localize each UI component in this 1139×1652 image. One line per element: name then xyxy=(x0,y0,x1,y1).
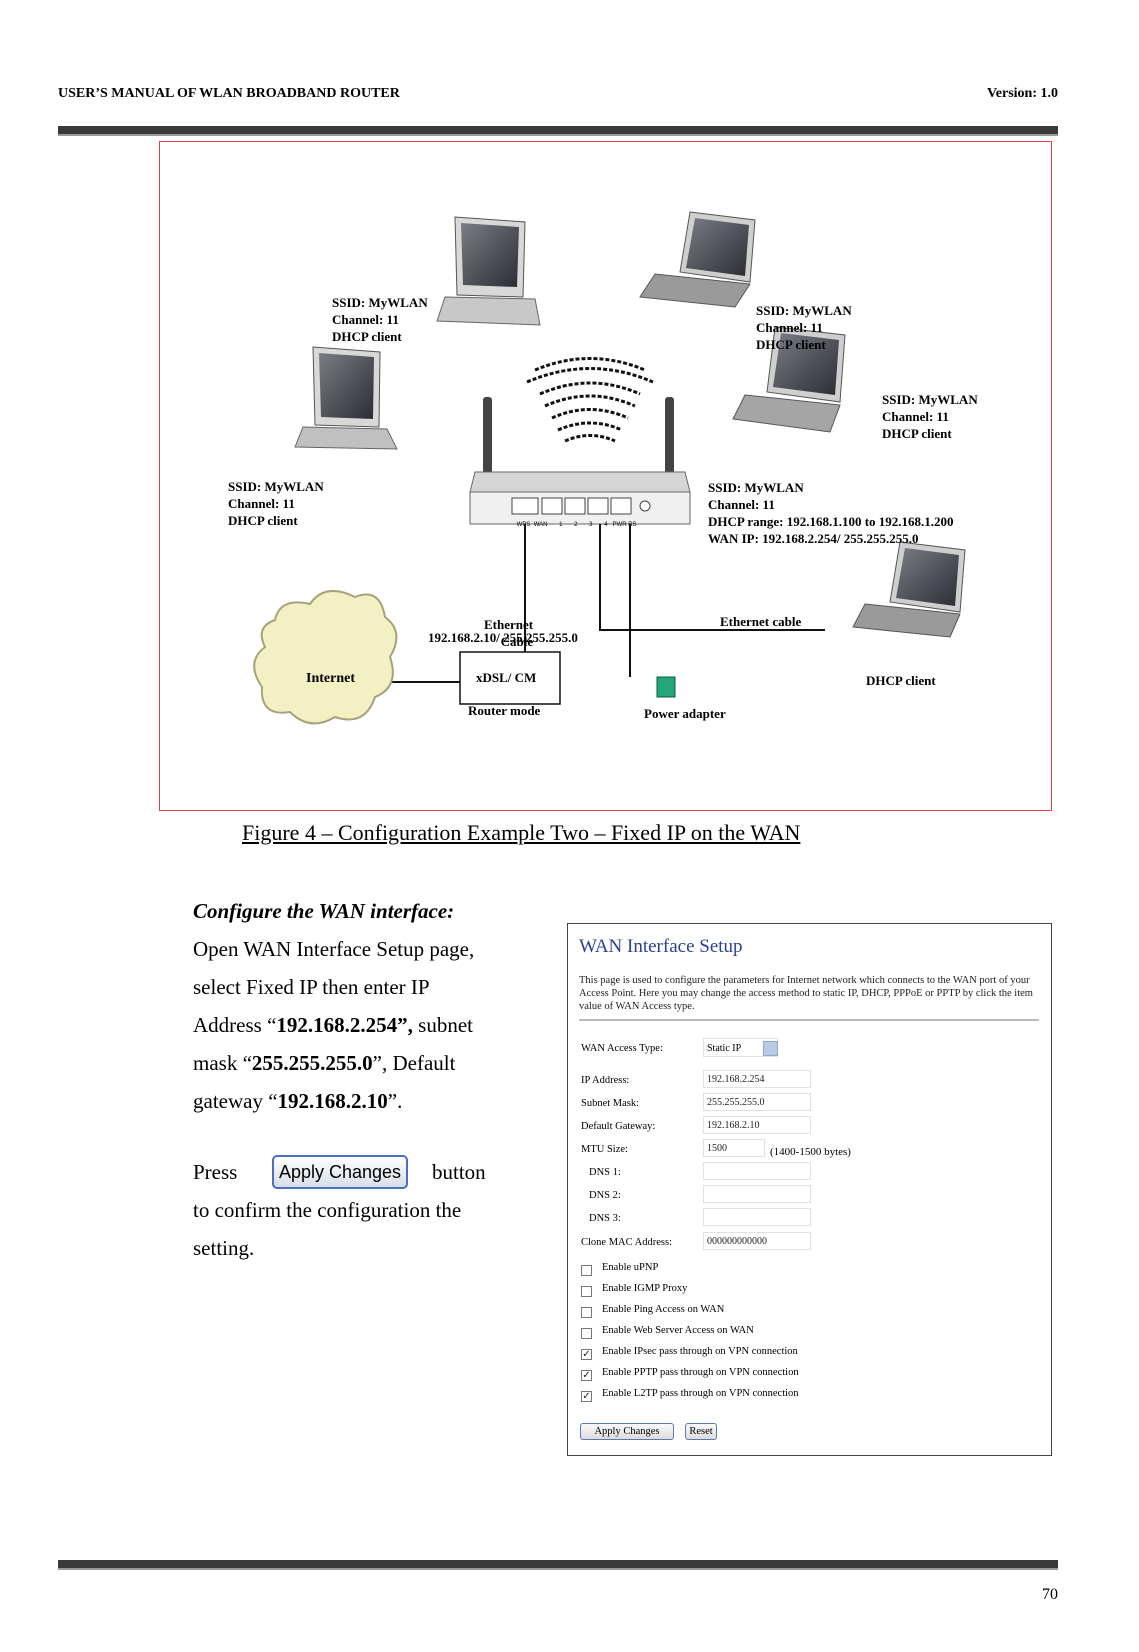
wifi-signal-icon xyxy=(526,357,654,443)
default-gateway-label: Default Gateway: xyxy=(581,1121,656,1132)
laptop-icon xyxy=(294,346,398,450)
apply-changes-button-image[interactable]: Apply Changes xyxy=(272,1155,408,1189)
pptp-passthrough-checkbox[interactable]: ✓ xyxy=(581,1370,592,1381)
pptp-passthrough-label: Enable PPTP pass through on VPN connecti… xyxy=(602,1367,799,1378)
laptop-icon xyxy=(732,326,846,433)
dns2-label: DNS 2: xyxy=(589,1190,621,1201)
dns3-field[interactable] xyxy=(703,1208,811,1226)
manual-title: USER’S MANUAL OF WLAN BROADBAND ROUTER xyxy=(58,86,400,101)
l2tp-passthrough-checkbox[interactable]: ✓ xyxy=(581,1391,592,1402)
dns3-label: DNS 3: xyxy=(589,1213,621,1224)
upnp-checkbox[interactable] xyxy=(581,1265,592,1276)
igmp-proxy-checkbox[interactable] xyxy=(581,1286,592,1297)
web-server-access-checkbox[interactable] xyxy=(581,1328,592,1339)
modem-box xyxy=(459,651,561,705)
wan-setup-screenshot: WAN Interface Setup This page is used to… xyxy=(567,923,1052,1456)
instruction-line: select Fixed IP then enter IP xyxy=(193,975,430,999)
power-adapter-icon xyxy=(656,676,676,698)
router-icon xyxy=(469,397,691,525)
laptop-icon xyxy=(639,211,756,308)
mtu-size-label: MTU Size: xyxy=(581,1144,628,1155)
press-word: Press xyxy=(193,1160,238,1184)
ipsec-passthrough-checkbox[interactable]: ✓ xyxy=(581,1349,592,1360)
reset-button[interactable]: Reset xyxy=(685,1423,717,1440)
version-label: Version: 1.0 xyxy=(986,86,1058,101)
header-rule xyxy=(58,126,1058,136)
dhcp-client-label: DHCP client xyxy=(866,673,936,688)
mask-value: 255.255.255.0 xyxy=(251,1051,373,1075)
wan-access-type-label: WAN Access Type: xyxy=(581,1043,663,1054)
ethernet-cable-label-right: Ethernet cable xyxy=(720,614,802,629)
section-heading: Configure the WAN interface: xyxy=(193,899,455,923)
wan-setup-description: This page is used to configure the param… xyxy=(579,975,1033,1012)
laptop-icon xyxy=(852,541,966,638)
dns2-field[interactable] xyxy=(703,1185,811,1203)
web-server-access-label: Enable Web Server Access on WAN xyxy=(602,1325,754,1336)
ip-address-field[interactable]: 192.168.2.254 xyxy=(703,1070,811,1088)
wan-setup-title: WAN Interface Setup xyxy=(579,936,743,957)
internet-cloud-icon xyxy=(253,589,398,725)
page-number: 70 xyxy=(1042,1586,1058,1603)
instruction-line: gateway “192.168.2.10”. xyxy=(193,1089,403,1113)
apply-changes-button[interactable]: Apply Changes xyxy=(580,1423,674,1440)
upnp-label: Enable uPNP xyxy=(602,1262,659,1273)
l2tp-passthrough-label: Enable L2TP pass through on VPN connecti… xyxy=(602,1388,799,1399)
ip-address-label: IP Address: xyxy=(581,1075,630,1086)
ping-access-label: Enable Ping Access on WAN xyxy=(602,1304,725,1315)
ping-access-checkbox[interactable] xyxy=(581,1307,592,1318)
modem-label: xDSL/ CM xyxy=(476,670,537,685)
figure-caption: Figure 4 – Configuration Example Two – F… xyxy=(242,820,801,845)
igmp-proxy-label: Enable IGMP Proxy xyxy=(602,1283,688,1294)
modem-ip-label: 192.168.2.10/ 255.255.255.0 xyxy=(428,630,578,645)
subnet-mask-field[interactable]: 255.255.255.0 xyxy=(703,1093,811,1111)
instruction-line: Open WAN Interface Setup page, xyxy=(193,937,475,961)
mtu-hint: (1400-1500 bytes) xyxy=(770,1146,851,1158)
laptop-icon xyxy=(436,216,541,326)
diagram-graphics xyxy=(253,211,966,725)
divider xyxy=(579,1019,1039,1021)
dropdown-arrow-icon xyxy=(763,1041,778,1056)
router-port-labels: WPS WAN 1 2 3 4 PWR RS xyxy=(516,522,637,528)
instruction-line: Address “192.168.2.254”, subnet xyxy=(193,1013,473,1037)
instruction-line: to confirm the configuration the xyxy=(193,1198,462,1222)
ipsec-passthrough-label: Enable IPsec pass through on VPN connect… xyxy=(602,1346,798,1357)
router-mode-label: Router mode xyxy=(468,703,541,718)
dns1-field[interactable] xyxy=(703,1162,811,1180)
mtu-size-field[interactable]: 1500 xyxy=(703,1139,765,1157)
wan-access-type-select[interactable]: Static IP xyxy=(703,1038,778,1057)
instruction-line: setting. xyxy=(193,1236,255,1260)
internet-label: Internet xyxy=(306,671,355,686)
clone-mac-field[interactable]: 000000000000 xyxy=(703,1232,811,1250)
cable-lines xyxy=(380,524,825,683)
subnet-mask-label: Subnet Mask: xyxy=(581,1098,640,1109)
gateway-value: 192.168.2.10 xyxy=(277,1089,388,1113)
footer-rule xyxy=(58,1560,1058,1570)
instructions: Configure the WAN interface: Open WAN In… xyxy=(193,892,553,1120)
button-word: button xyxy=(432,1160,486,1184)
default-gateway-field[interactable]: 192.168.2.10 xyxy=(703,1116,811,1134)
ip-value: 192.168.2.254”, xyxy=(276,1013,413,1037)
clone-mac-label: Clone MAC Address: xyxy=(581,1237,673,1248)
dns1-label: DNS 1: xyxy=(589,1167,621,1178)
power-adapter-label: Power adapter xyxy=(644,706,726,721)
instruction-line: mask “255.255.255.0”, Default xyxy=(193,1051,456,1075)
